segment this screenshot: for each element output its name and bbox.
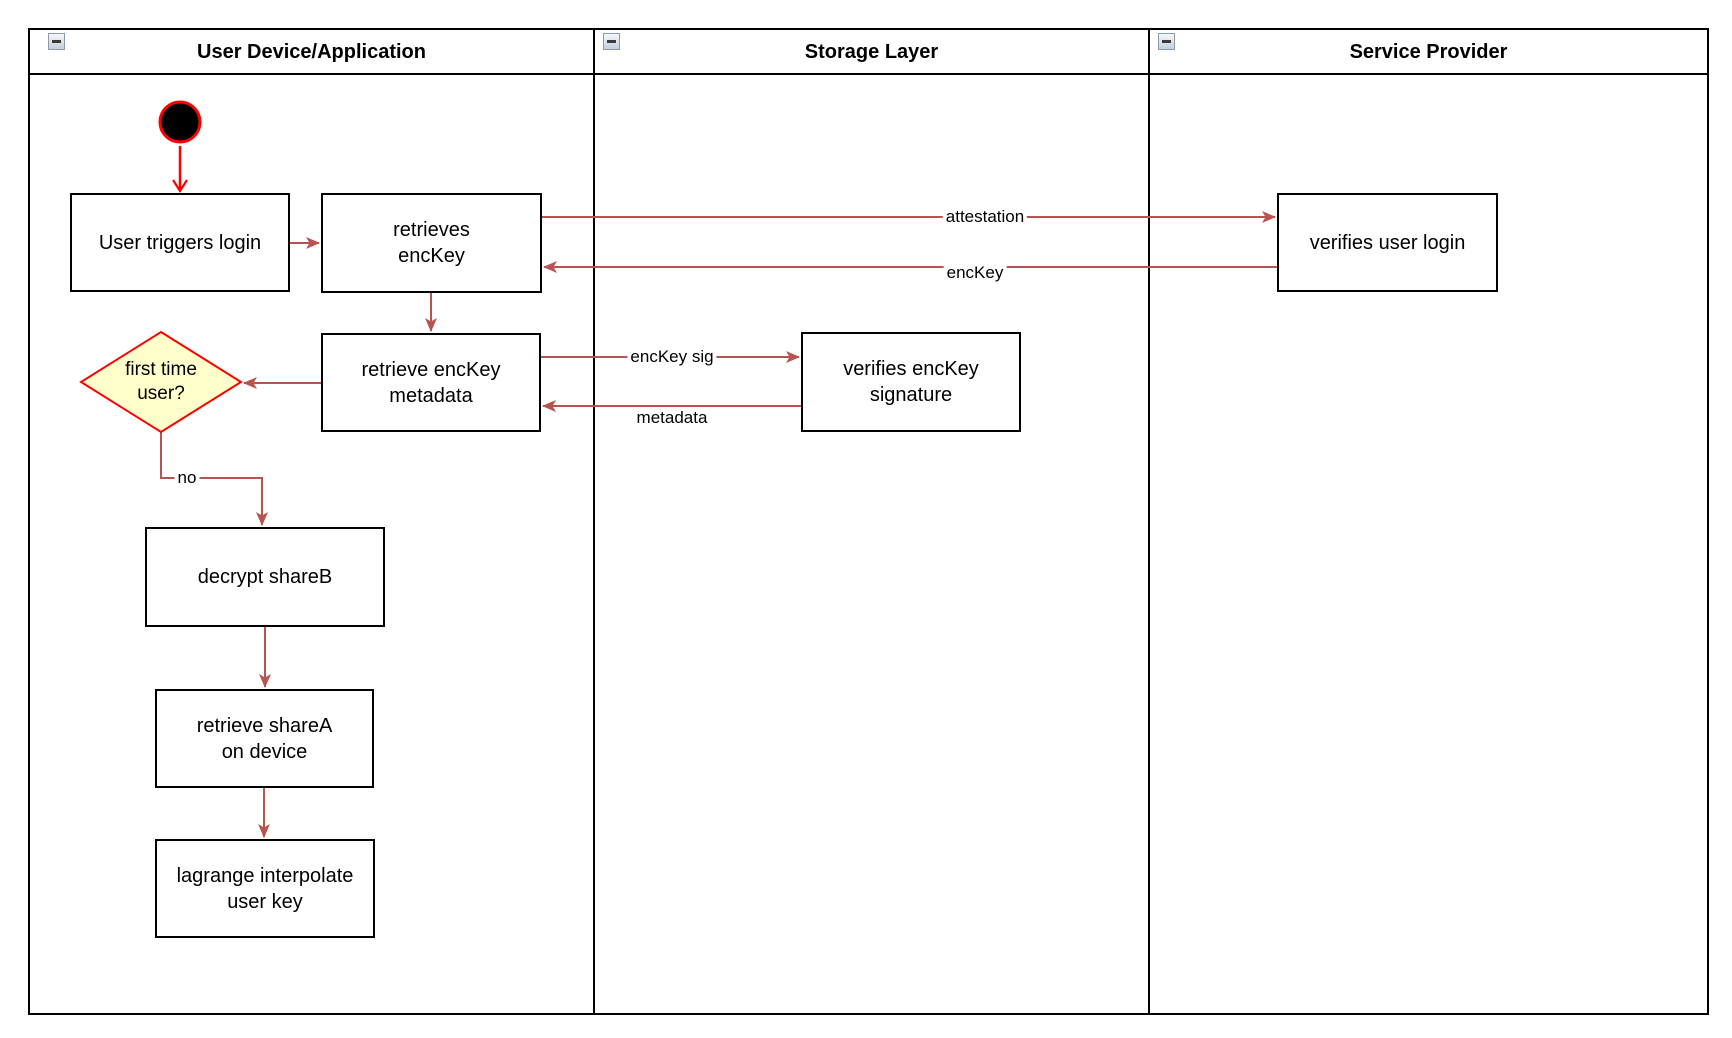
node-retrieves-enckey[interactable]: retrieves encKey — [321, 193, 542, 293]
node-user-triggers-login[interactable]: User triggers login — [70, 193, 290, 292]
initial-node[interactable] — [158, 100, 202, 144]
node-verifies-enckey-signature[interactable]: verifies encKey signature — [801, 332, 1021, 432]
collapse-minus-icon[interactable] — [603, 33, 620, 50]
edge-label-enckey: encKey — [943, 263, 1007, 283]
node-decrypt-shareb[interactable]: decrypt shareB — [145, 527, 385, 627]
collapse-minus-icon[interactable] — [1158, 33, 1175, 50]
swimlane-frame — [28, 28, 1709, 1015]
lane-title-storage-layer: Storage Layer — [804, 40, 939, 63]
node-lagrange-interpolate[interactable]: lagrange interpolate user key — [155, 839, 375, 938]
node-verifies-user-login[interactable]: verifies user login — [1277, 193, 1498, 292]
node-retrieve-sharea[interactable]: retrieve shareA on device — [155, 689, 374, 788]
edge-label-enckey-sig: encKey sig — [627, 347, 717, 367]
lane-title-user-device: User Device/Application — [197, 40, 426, 63]
edge-label-attestation: attestation — [942, 207, 1028, 227]
decision-label: first time user? — [125, 359, 197, 404]
node-retrieve-enckey-metadata[interactable]: retrieve encKey metadata — [321, 333, 541, 432]
decision-first-time-user[interactable] — [79, 330, 243, 434]
lane-title-service-provider: Service Provider — [1349, 40, 1508, 63]
collapse-minus-icon[interactable] — [48, 33, 65, 50]
edge-no-branch[interactable] — [160, 432, 268, 526]
edge-label-metadata: metadata — [633, 408, 711, 428]
edge-label-no: no — [174, 468, 200, 488]
